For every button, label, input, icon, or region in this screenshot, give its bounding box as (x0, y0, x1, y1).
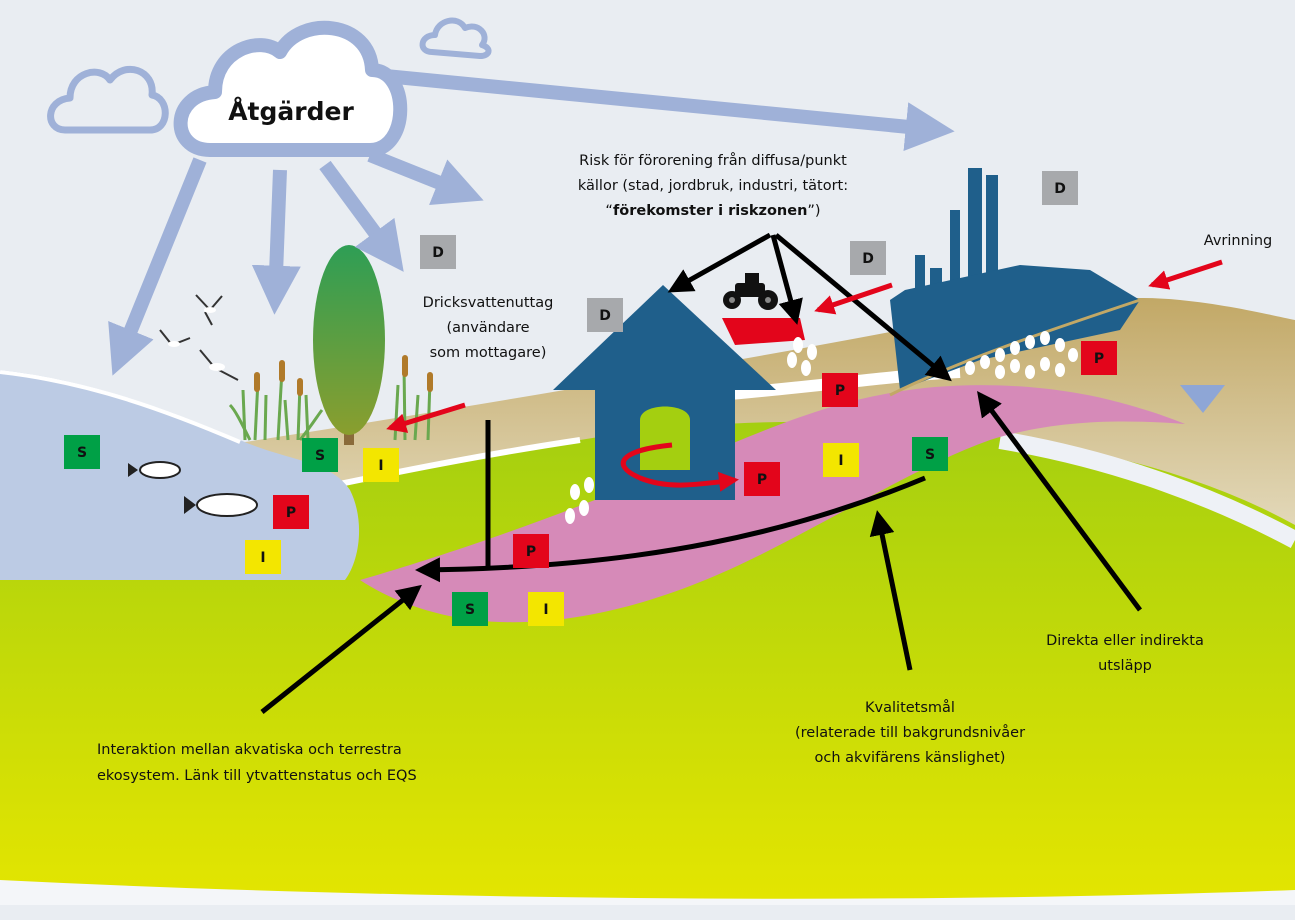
svg-text:ekosystem. Länk till ytvattens: ekosystem. Länk till ytvattenstatus och … (97, 768, 417, 784)
svg-text:I: I (543, 602, 548, 618)
house-door (640, 406, 690, 470)
risk-label: Risk för förorening från diffusa/punkt k… (578, 152, 848, 219)
svg-text:(användare: (användare (446, 320, 529, 336)
svg-text:P: P (1094, 351, 1104, 367)
badge-s-wetland: S (302, 438, 338, 472)
badge-d-house: D (587, 298, 623, 332)
lake-shore-white (0, 370, 241, 444)
svg-text:S: S (77, 445, 87, 461)
pebbles (565, 331, 1078, 524)
svg-text:som mottagare): som mottagare) (430, 345, 547, 361)
svg-text:D: D (862, 251, 874, 267)
badge-d-tree: D (420, 235, 456, 269)
black-arrows (260, 232, 1143, 714)
svg-text:“förekomster i riskzonen”): “förekomster i riskzonen”) (605, 203, 820, 219)
house (553, 285, 776, 500)
action-arrows (108, 68, 955, 376)
arrow-to-lake (108, 157, 207, 376)
fish-icon (128, 461, 258, 517)
interaction-label: Interaktion mellan akvatiska och terrest… (97, 742, 417, 784)
reed-heads (254, 355, 433, 396)
badge-i-groundwater-mid: I (823, 443, 859, 477)
svg-text:P: P (286, 505, 296, 521)
badge-p-farm: P (822, 373, 858, 407)
badge-p-groundwater-left: P (513, 534, 549, 568)
badge-d-farm: D (850, 241, 886, 275)
svg-text:utsläpp: utsläpp (1098, 658, 1152, 674)
svg-text:D: D (1054, 181, 1066, 197)
svg-text:källor (stad, jordbruk, indust: källor (stad, jordbruk, industri, tätort… (578, 178, 848, 194)
svg-text:Interaktion mellan akvatiska o: Interaktion mellan akvatiska och terrest… (97, 742, 402, 758)
svg-text:S: S (315, 448, 325, 464)
svg-text:(relaterade till bakgrundsnivå: (relaterade till bakgrundsnivåer (795, 724, 1025, 741)
industry (890, 168, 1140, 390)
badge-i-lake: I (245, 540, 281, 574)
small-cloud-left (47, 65, 169, 134)
tractor-icon (723, 273, 778, 310)
birds-fill (168, 307, 225, 371)
svg-text:och akvifärens känslighet): och akvifärens känslighet) (815, 750, 1006, 766)
arrow-risk-to-discharge (774, 233, 952, 382)
red-arrow-wetland (386, 402, 466, 433)
svg-text:S: S (925, 447, 935, 463)
red-arrow-farm (814, 282, 893, 315)
quality-goals-label: Kvalitetsmål (relaterade till bakgrundsn… (795, 699, 1025, 766)
svg-text:Dricksvattenuttag: Dricksvattenuttag (423, 295, 554, 311)
svg-text:I: I (378, 458, 383, 474)
svg-text:P: P (835, 383, 845, 399)
svg-text:D: D (432, 245, 444, 261)
arrow-quality (869, 510, 913, 671)
badge-i-wetland: I (363, 448, 399, 482)
lake (0, 370, 360, 580)
grass-blue-band (998, 431, 1295, 548)
drinking-water-label: Dricksvattenuttag (användare som mottaga… (423, 295, 554, 361)
arrow-to-industry (374, 68, 955, 152)
red-arrow-runoff (1148, 259, 1223, 290)
arrow-risk-to-farm (770, 234, 803, 325)
arrow-to-wetland (251, 169, 301, 315)
svg-text:P: P (757, 472, 767, 488)
tree (313, 245, 385, 445)
arrow-direct-discharge (977, 390, 1143, 612)
main-cloud (173, 20, 408, 157)
groundwater-flow-arrow (415, 475, 926, 583)
badge-d-industry: D (1042, 171, 1078, 205)
red-arrows (386, 259, 1223, 492)
direct-discharge-label: Direkta eller indirekta utsläpp (1046, 633, 1204, 674)
badge-s-groundwater-right: S (912, 437, 948, 471)
diagram-title: Åtgärder (228, 97, 354, 126)
badge-p-lake: P (273, 495, 309, 529)
svg-text:I: I (260, 550, 265, 566)
badge-p-house-leak: P (744, 462, 780, 496)
svg-text:S: S (465, 602, 475, 618)
badge-s-lake: S (64, 435, 100, 469)
badge-p-industry: P (1081, 341, 1117, 375)
arrow-to-tree (319, 160, 404, 272)
industry-hill-line (889, 298, 1141, 397)
arrow-to-riskzone (367, 148, 484, 206)
arrow-interaction (260, 584, 422, 714)
svg-text:Risk för förorening från diffu: Risk för förorening från diffusa/punkt (579, 152, 847, 169)
red-arrow-house-leak (620, 442, 739, 492)
svg-text:D: D (599, 308, 611, 324)
svg-text:I: I (838, 453, 843, 469)
badge-i-groundwater-left: I (528, 592, 564, 626)
badge-s-groundwater-left: S (452, 592, 488, 626)
svg-text:Direkta eller indirekta: Direkta eller indirekta (1046, 633, 1204, 649)
runoff-label: Avrinning (1204, 233, 1272, 249)
svg-text:Kvalitetsmål: Kvalitetsmål (865, 699, 955, 716)
frame-white-border (0, 905, 1295, 920)
svg-text:P: P (526, 544, 536, 560)
arrow-risk-to-house (667, 232, 772, 293)
water-table-symbol-icon (1180, 385, 1225, 413)
small-cloud-right (419, 17, 492, 59)
